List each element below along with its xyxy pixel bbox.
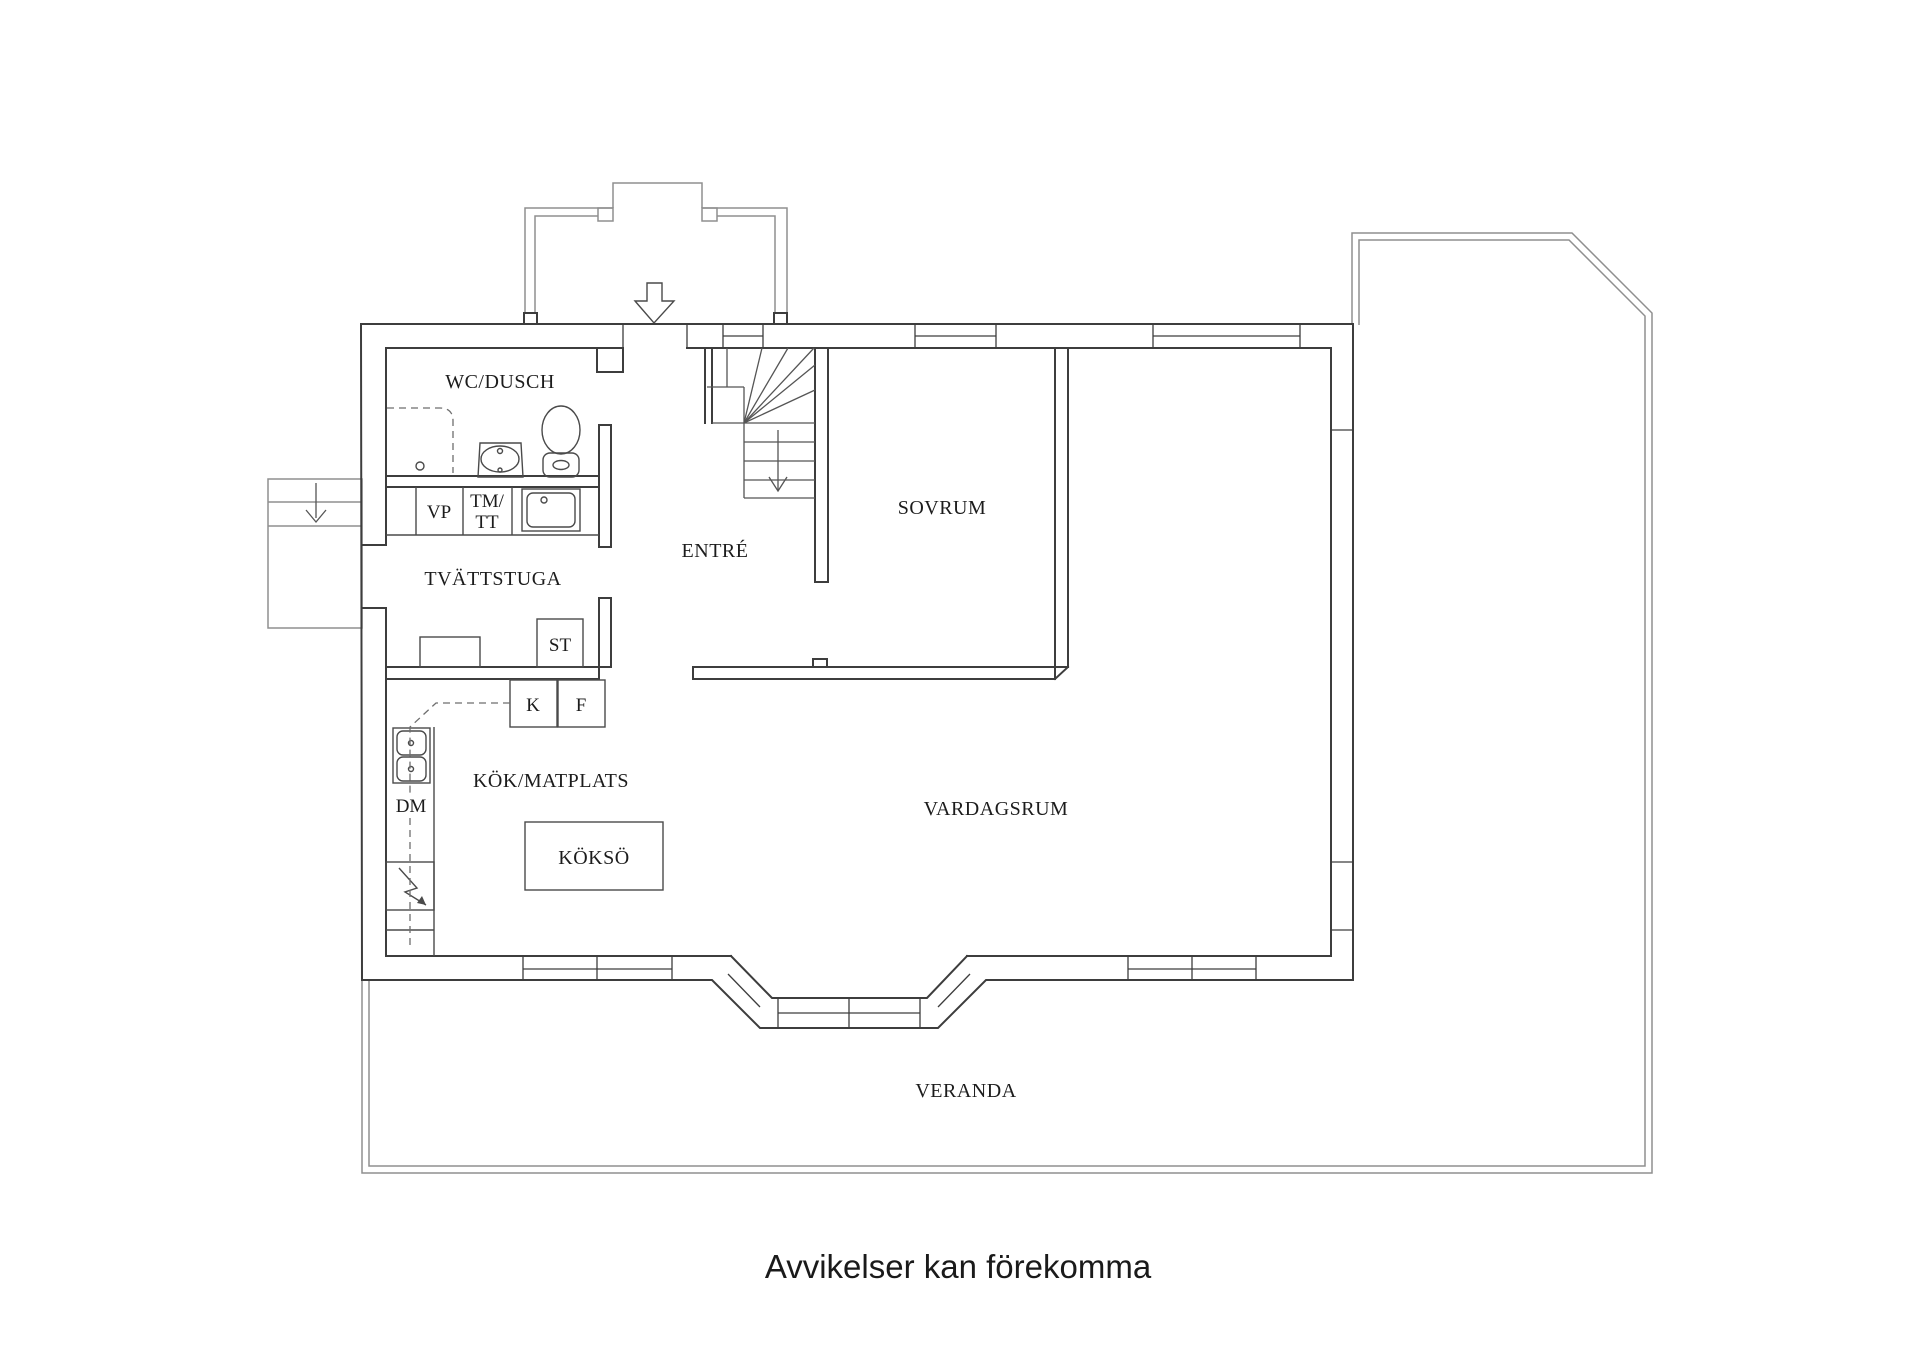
stair-winder-fan [743,347,816,424]
floor-drain-icon [415,461,425,471]
room-label-tvattstuga: TVÄTTSTUGA [424,567,561,590]
porch-wall-anchor-left [523,312,538,325]
kitchen-island [524,821,664,891]
entrance-arrow-icon [633,282,676,325]
appliance-label-tt: TT [475,512,499,533]
room-label-sovrum: SOVRUM [898,497,987,519]
appliance-label-vp: VP [427,502,451,523]
veranda-outline [361,232,1653,1174]
window-top-1 [722,324,764,348]
room-label-veranda: VERANDA [915,1080,1016,1102]
room-label-kok-matplats: KÖK/MATPLATS [473,769,629,792]
house-exterior-walls [359,323,1354,1029]
sink-fixture [477,442,524,478]
room-label-wc-dusch: WC/DUSCH [445,371,555,393]
window-top-2 [914,324,997,348]
appliance-label-dm: DM [396,796,427,817]
toilet-fixture [541,405,581,478]
window-bottom-kitchen [522,956,673,980]
windows [522,324,1301,1028]
labels: WC/DUSCH VP TM/ TT TVÄTTSTUGA ST K F DM … [396,371,1069,1102]
kitchen-fixtures [385,679,664,956]
disclaimer-text: Avvikelser kan förekomma [765,1248,1152,1285]
appliance-label-f: F [576,695,587,716]
appliance-label-tm: TM/ [470,491,505,512]
laundry-bench [419,636,481,668]
staircase [707,347,816,499]
entry-pier [596,347,624,373]
bay-windows [727,973,971,1028]
closet-label-st: ST [549,635,572,656]
stove [385,861,435,911]
window-top-3 [1152,324,1301,348]
shower-area [387,407,454,473]
wc-fixtures [387,405,581,478]
kitchen-double-sink [392,727,431,784]
room-label-entre: ENTRÉ [682,539,749,562]
exterior-stairs [267,478,363,629]
island-label-kokso: KÖKSÖ [558,846,629,869]
porch-wall-anchor-right [773,312,788,325]
kitchen-dashed-line [409,702,510,948]
appliance-label-k: K [526,695,540,716]
window-bottom-livingroom [1127,956,1257,980]
laundry-sink [521,488,581,532]
room-label-vardagsrum: VARDAGSRUM [924,798,1069,820]
entrance-porch-outline [523,182,788,325]
porch-step [612,182,703,208]
freezer-box [557,679,606,728]
doorstop [812,658,828,668]
laundry-fixtures [386,487,599,668]
st-closet [536,618,584,668]
